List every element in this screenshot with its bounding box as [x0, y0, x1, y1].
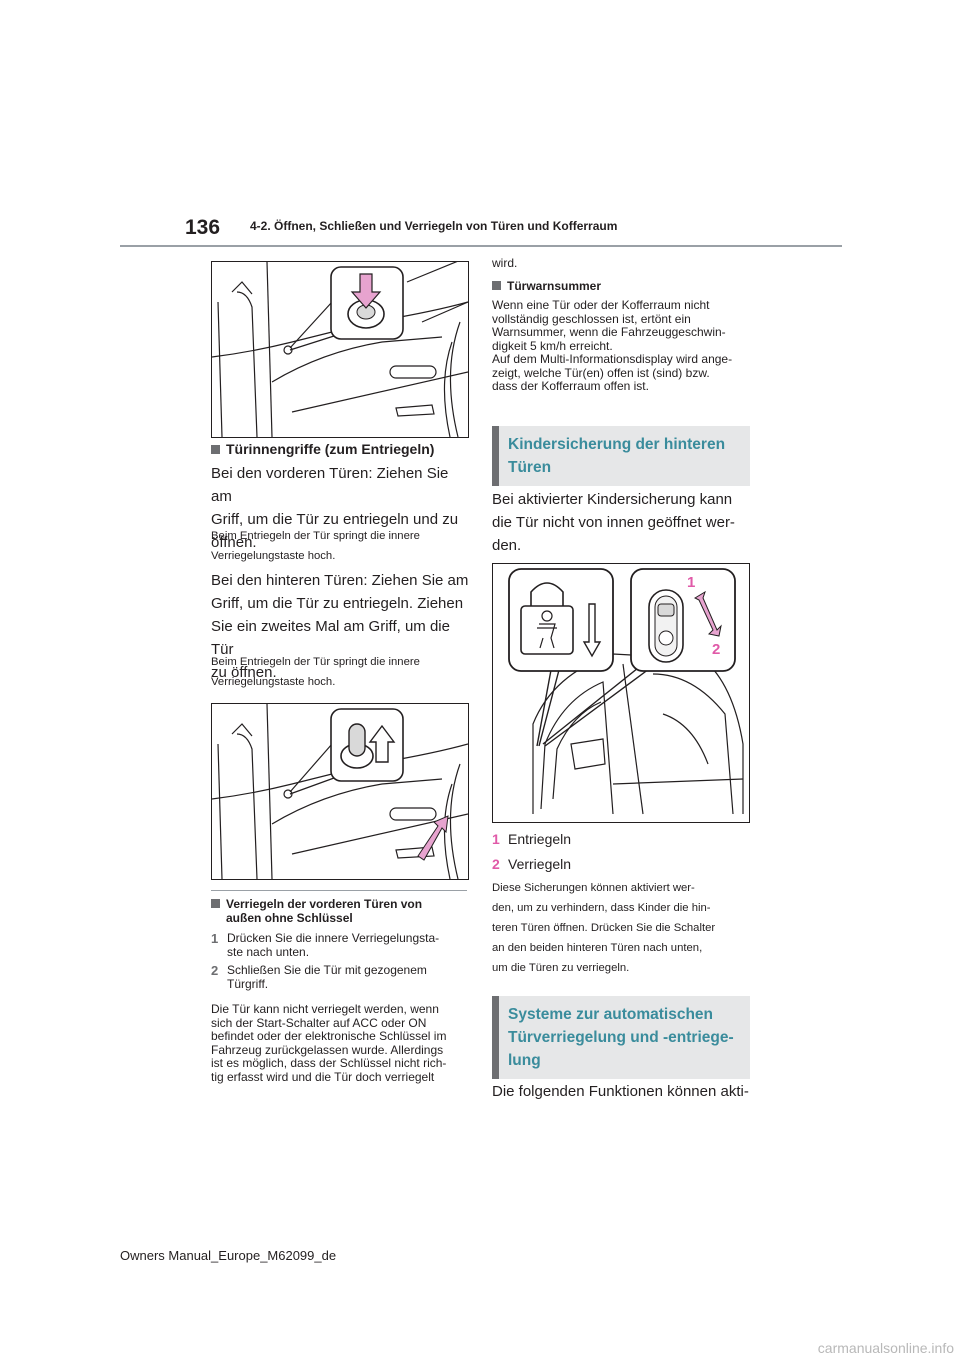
square-bullet-icon — [492, 281, 501, 290]
heading-door-buzzer: Türwarnsummer — [492, 279, 601, 294]
watermark: carmanualsonline.info — [817, 1340, 954, 1356]
paragraph-lock-note: Die Tür kann nicht verriegelt werden, we… — [211, 1002, 447, 1084]
fig-label-2: 2 — [712, 641, 720, 658]
chapter-title: 4-2. Öffnen, Schließen und Verriegeln vo… — [250, 219, 618, 233]
square-bullet-icon — [211, 899, 220, 908]
footer-text: Owners Manual_Europe_M62099_de — [120, 1248, 337, 1263]
header-rule — [120, 245, 842, 247]
note-front-doors: Beim Entriegeln der Tür springt die inne… — [211, 530, 420, 562]
note-rear-doors: Beim Entriegeln der Tür springt die inne… — [211, 656, 420, 688]
heading-lock-without-key: Verriegeln der vorderen Türen von außen … — [211, 897, 469, 925]
child-lock-figure: 1 2 — [492, 563, 750, 823]
fig-label-1: 1 — [687, 574, 695, 591]
paragraph-auto-lock: Die folgenden Funktionen können akti- — [492, 1083, 749, 1100]
list-item: 1 Drücken Sie die innere Verriegelungsta… — [211, 931, 440, 959]
note-child-lock: Diese Sicherungen können aktiviert wer-d… — [492, 882, 716, 974]
separator-line — [211, 890, 467, 891]
heading-door-handles: Türinnengriffe (zum Entriegeln) — [211, 441, 434, 457]
door-lock-figure-1 — [211, 261, 469, 438]
steps-list: 1 Drücken Sie die innere Verriegelungsta… — [211, 931, 469, 991]
door-lock-figure-2 — [211, 703, 469, 880]
continued-text: wird. — [492, 256, 518, 270]
square-bullet-icon — [211, 445, 220, 454]
page-number: 136 — [185, 216, 221, 239]
